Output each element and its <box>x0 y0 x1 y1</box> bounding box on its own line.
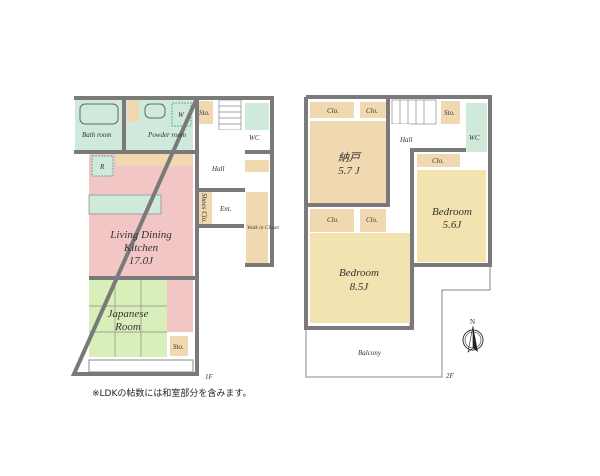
label-storage-top: Sto. <box>199 109 210 117</box>
label-nando-size: 5.7 J <box>338 165 361 177</box>
powder-shelf <box>127 100 139 122</box>
hall-2f <box>390 124 410 210</box>
sink <box>144 103 166 119</box>
refrigerator-space <box>91 155 114 177</box>
label-closet-5: Clo. <box>366 216 378 224</box>
stairs-2f <box>391 99 437 125</box>
label-nando: 納戸 <box>338 151 362 164</box>
wc-2f <box>466 103 487 152</box>
closet-1 <box>310 102 354 118</box>
label-hall-1f: Hall <box>211 165 225 173</box>
bath-room <box>75 99 124 151</box>
label-closet-2: Clo. <box>366 107 378 115</box>
shoes-closet <box>197 190 212 224</box>
closet-2 <box>360 102 386 118</box>
label-entrance: Ent. <box>219 205 232 213</box>
label-shoes-closet: Shoes Clo. <box>200 193 208 223</box>
floor-2: Clo. Clo. 納戸 5.7 J Sto. WC Hall Clo. Bed… <box>304 95 492 380</box>
bedroom-large <box>310 233 410 323</box>
label-bedroom-large-size: 8.5J <box>350 281 370 293</box>
walk-in-closet <box>246 192 268 263</box>
closet-4 <box>310 209 354 232</box>
label-closet-4: Clo. <box>327 216 339 224</box>
label-walk-in-closet: Walk in Closet <box>247 225 279 231</box>
floor-1: Bath room Powder room W Sto. WC Hall R S… <box>70 96 279 381</box>
label-japanese-1: Japanese <box>108 308 149 320</box>
kitchen-storage <box>116 154 193 166</box>
compass-icon: N <box>462 318 484 353</box>
storage-top <box>197 101 213 124</box>
label-refrigerator: R <box>99 163 105 171</box>
nando-room <box>310 121 386 203</box>
label-storage-bottom: Sto. <box>173 343 184 351</box>
closet-5 <box>360 209 386 232</box>
closet-3 <box>417 154 460 167</box>
floor-label-2f: 2F <box>446 372 455 380</box>
label-bedroom-small-size: 5.6J <box>443 219 463 231</box>
walls-2f <box>304 95 492 330</box>
label-bath: Bath room <box>82 131 112 139</box>
label-japanese-2: Room <box>114 321 141 333</box>
label-closet-3: Clo. <box>432 157 444 165</box>
tatami-lines <box>89 280 167 357</box>
storage-2f <box>441 101 460 124</box>
label-ldk-size: 17.0J <box>129 255 154 267</box>
label-ldk-1: Living Dining <box>109 229 172 241</box>
entrance <box>212 190 244 226</box>
label-washer: W <box>178 111 185 119</box>
japanese-alcove <box>167 280 193 332</box>
porch-strip <box>88 359 194 373</box>
japanese-room <box>89 280 167 357</box>
label-balcony: Balcony <box>358 349 382 357</box>
stairs-1f <box>218 99 242 131</box>
floor-label-1f: 1F <box>205 373 214 381</box>
label-hall-2f: Hall <box>399 136 413 144</box>
label-wc-2f: WC <box>469 134 480 142</box>
label-bedroom-small: Bedroom <box>432 206 472 218</box>
note: ※LDKの帖数には和室部分を含みます。 <box>92 387 252 399</box>
label-bedroom-large: Bedroom <box>339 267 379 279</box>
storage-bottom <box>170 336 188 356</box>
kitchen-counter <box>88 194 162 215</box>
compass-north: N <box>470 318 475 326</box>
label-powder: Powder room <box>147 131 186 139</box>
hall-storage <box>245 160 269 172</box>
bedroom-small <box>417 170 486 262</box>
label-storage-2f: Sto. <box>444 109 455 117</box>
label-ldk-2: Kitchen <box>123 242 159 254</box>
walls-1f <box>70 96 274 376</box>
label-wc-1f: WC <box>249 134 260 142</box>
label-closet-1: Clo. <box>327 107 339 115</box>
bathtub <box>79 103 119 125</box>
